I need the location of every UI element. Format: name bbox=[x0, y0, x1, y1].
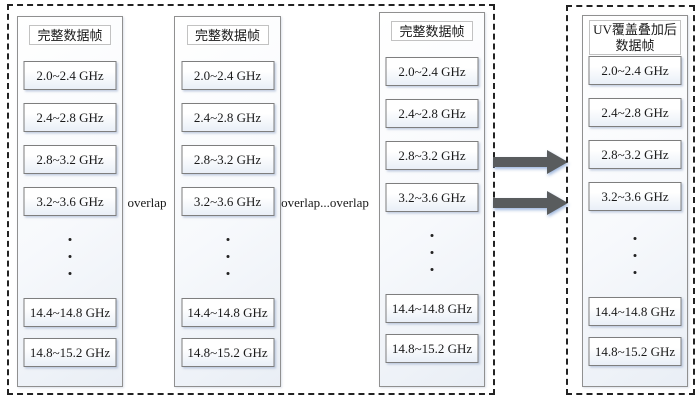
band-box: 3.2~3.6 GHz bbox=[181, 187, 274, 216]
ellipsis-dot bbox=[430, 234, 434, 237]
ellipsis-dot bbox=[68, 255, 72, 258]
column-title-line2: 数据帧 bbox=[615, 38, 655, 53]
right-arrow-icon-2 bbox=[493, 191, 568, 215]
band-box: 14.4~14.8 GHz bbox=[181, 298, 274, 327]
column-title-line1: UV覆盖叠加后 bbox=[593, 22, 677, 37]
band-box: 2.0~2.4 GHz bbox=[181, 61, 274, 90]
ellipsis-dot bbox=[430, 268, 434, 271]
band-box: 14.8~15.2 GHz bbox=[588, 337, 682, 366]
band-box: 3.2~3.6 GHz bbox=[385, 183, 479, 212]
column-title: 完整数据帧 bbox=[29, 25, 111, 45]
column-title: 完整数据帧 bbox=[391, 21, 473, 41]
band-box: 14.8~15.2 GHz bbox=[181, 338, 274, 367]
overlap-label-2: overlap...overlap bbox=[281, 195, 369, 210]
column-title: UV覆盖叠加后 数据帧 bbox=[589, 20, 681, 55]
band-box: 2.4~2.8 GHz bbox=[181, 103, 274, 132]
stacked-frame-group: UV覆盖叠加后 数据帧 2.0~2.4 GHz 2.4~2.8 GHz 2.8~… bbox=[566, 5, 695, 395]
band-box: 2.0~2.4 GHz bbox=[588, 56, 682, 85]
band-box: 14.4~14.8 GHz bbox=[385, 294, 479, 323]
band-box: 2.4~2.8 GHz bbox=[23, 103, 117, 132]
band-box: 14.8~15.2 GHz bbox=[385, 334, 479, 363]
ellipsis-dot bbox=[226, 238, 229, 241]
data-frame-column-1: 完整数据帧 2.0~2.4 GHz 2.4~2.8 GHz 2.8~3.2 GH… bbox=[17, 16, 123, 387]
ellipsis-dot bbox=[68, 272, 72, 275]
data-frame-column-2: 完整数据帧 2.0~2.4 GHz 2.4~2.8 GHz 2.8~3.2 GH… bbox=[174, 16, 281, 387]
band-box: 2.8~3.2 GHz bbox=[23, 145, 117, 174]
ellipsis-dot bbox=[68, 238, 72, 241]
band-box: 2.0~2.4 GHz bbox=[385, 57, 479, 86]
source-frames-group: 完整数据帧 2.0~2.4 GHz 2.4~2.8 GHz 2.8~3.2 GH… bbox=[7, 4, 495, 395]
band-box: 2.4~2.8 GHz bbox=[385, 99, 479, 128]
data-frame-column-3: 完整数据帧 2.0~2.4 GHz 2.4~2.8 GHz 2.8~3.2 GH… bbox=[379, 12, 485, 387]
band-box: 2.4~2.8 GHz bbox=[588, 98, 682, 127]
column-title: 完整数据帧 bbox=[186, 25, 269, 45]
band-box: 2.8~3.2 GHz bbox=[588, 140, 682, 169]
band-box: 14.4~14.8 GHz bbox=[23, 298, 117, 327]
right-arrow-icon-1 bbox=[493, 150, 568, 174]
ellipsis-dot bbox=[226, 255, 229, 258]
ellipsis-dot bbox=[430, 251, 434, 254]
band-box: 3.2~3.6 GHz bbox=[588, 182, 682, 211]
band-box: 2.8~3.2 GHz bbox=[181, 145, 274, 174]
band-box: 2.0~2.4 GHz bbox=[23, 61, 117, 90]
band-box: 3.2~3.6 GHz bbox=[23, 187, 117, 216]
uv-stacked-frame-column: UV覆盖叠加后 数据帧 2.0~2.4 GHz 2.4~2.8 GHz 2.8~… bbox=[582, 15, 688, 387]
overlap-label-1: overlap bbox=[127, 195, 167, 210]
ellipsis-dot bbox=[633, 271, 637, 274]
ellipsis-dot bbox=[633, 237, 637, 240]
band-box: 14.4~14.8 GHz bbox=[588, 297, 682, 326]
ellipsis-dot bbox=[226, 272, 229, 275]
band-box: 14.8~15.2 GHz bbox=[23, 338, 117, 367]
ellipsis-dot bbox=[633, 254, 637, 257]
band-box: 2.8~3.2 GHz bbox=[385, 141, 479, 170]
